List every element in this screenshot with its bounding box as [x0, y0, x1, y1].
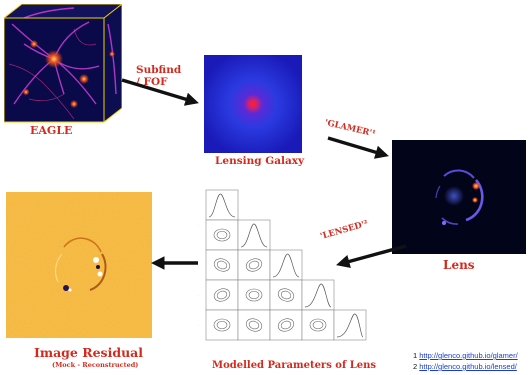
footnote-2: 2 http://glenco.github.io/lensed/ — [413, 362, 517, 371]
corner-plot: · · · · · · · · · · · · — [196, 186, 376, 356]
marginal-curve — [240, 223, 268, 248]
contour-ellipse — [277, 318, 295, 332]
marginal-curve — [336, 313, 364, 338]
footnote-1: 1 http://glenco.github.io/glamer/ — [413, 351, 518, 360]
marginal-curve — [208, 193, 236, 218]
contour-ellipse — [213, 258, 231, 272]
contour-ellipse — [213, 288, 231, 302]
image-residual-image — [6, 192, 152, 338]
footnote-1-number: 1 — [413, 351, 418, 360]
contour-ellipse — [213, 318, 231, 332]
footnote-2-link[interactable]: http://glenco.github.io/lensed/ — [419, 362, 517, 371]
lensing-galaxy-image — [204, 55, 302, 153]
footnote-2-number: 2 — [413, 362, 418, 371]
marginal-histogram-cell — [333, 309, 367, 341]
subfind-text: Subfind — [136, 64, 182, 76]
contour-ellipse — [280, 320, 292, 330]
arrow-lens-to-params — [336, 244, 407, 269]
contour-cell — [205, 279, 239, 311]
marginal-curve — [304, 283, 332, 308]
contour-ellipse — [216, 290, 228, 300]
contour-ellipse — [280, 290, 292, 300]
image-residual-sublabel: (Mock - Reconstructed) — [52, 361, 139, 369]
svg-text:· · ·: · · · — [197, 264, 201, 267]
contour-ellipse — [312, 320, 324, 330]
marginal-histogram-cell — [237, 219, 271, 251]
contour-cell — [269, 309, 303, 341]
contour-cell — [237, 249, 271, 281]
contour-ellipse — [309, 318, 327, 332]
modelled-params-label: Modelled Parameters of Lens — [212, 360, 377, 371]
svg-text:· · ·: · · · — [197, 294, 201, 297]
arrow-eagle-to-galaxy — [121, 78, 199, 106]
contour-ellipse — [245, 258, 263, 272]
image-residual-label: Image Residual — [34, 345, 144, 360]
contour-cell — [237, 309, 271, 341]
eagle-label: EAGLE — [30, 124, 73, 137]
contour-ellipse — [248, 290, 260, 300]
svg-text:· · ·: · · · — [197, 324, 201, 327]
lens-label: Lens — [443, 258, 475, 272]
contour-ellipse — [245, 318, 263, 332]
eagle-cube-image — [4, 4, 122, 124]
marginal-curve — [272, 253, 300, 278]
contour-ellipse — [245, 288, 263, 302]
svg-text:· · ·: · · · — [197, 224, 201, 227]
contour-ellipse — [248, 260, 260, 270]
contour-ellipse — [216, 320, 228, 330]
arrow-galaxy-to-lens — [327, 136, 389, 159]
footnote-1-link[interactable]: http://glenco.github.io/glamer/ — [419, 351, 518, 360]
contour-cell — [205, 219, 239, 251]
contour-ellipse — [216, 260, 228, 270]
marginal-histogram-cell — [301, 279, 335, 311]
lens-image — [392, 140, 526, 254]
lensing-galaxy-label: Lensing Galaxy — [215, 155, 305, 167]
contour-ellipse — [213, 228, 231, 242]
contour-ellipse — [248, 320, 260, 330]
contour-ellipse — [277, 288, 295, 302]
contour-ellipse — [216, 230, 228, 240]
